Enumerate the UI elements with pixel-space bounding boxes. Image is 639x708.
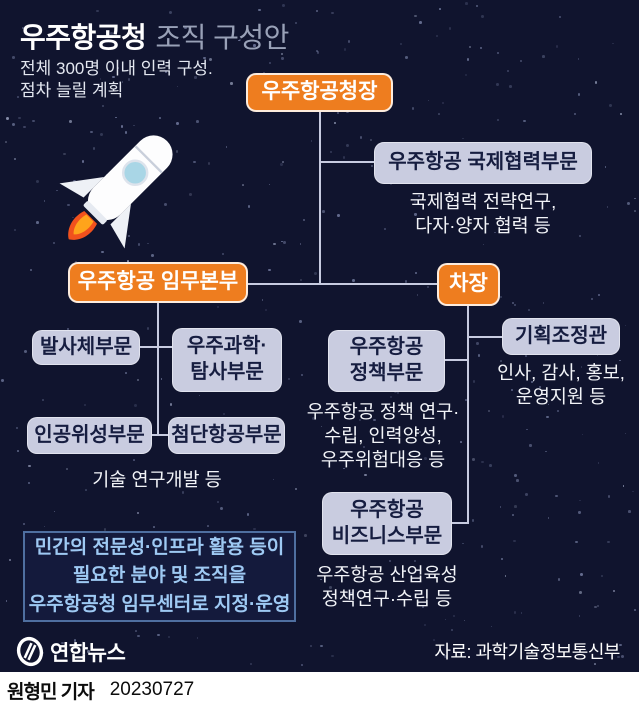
node-mission-hq: 우주항공 임무본부	[68, 262, 248, 303]
page-title: 우주항공청 조직 구성안	[20, 16, 289, 56]
node-policy: 우주항공 정책부문	[328, 330, 445, 392]
connector-to-policy	[445, 359, 467, 361]
node-planning: 기획조정관	[502, 318, 620, 355]
rocket-icon	[59, 135, 173, 249]
node-business: 우주항공 비즈니스부문	[322, 492, 452, 555]
connector-hq-deputy	[248, 283, 437, 285]
node-adv-aviation: 첨단항공부문	[168, 417, 285, 454]
desc-business: 우주항공 산업육성 정책연구·수립 등	[316, 564, 458, 610]
node-satellite: 인공위성부문	[27, 417, 152, 454]
yonhap-logo-text: 연합뉴스	[50, 641, 126, 665]
note-box: 민간의 전문성·인프라 활용 등이 필요한 분야 및 조직을 우주항공청 임무센…	[23, 531, 296, 622]
desc-intl-cooperation: 국제협력 전략연구, 다자·양자 협력 등	[409, 191, 557, 237]
footer-bar: 원형민 기자 20230727	[0, 672, 639, 708]
desc-mission-hq: 기술 연구개발 등	[92, 469, 222, 490]
page-title-sub: 조직 구성안	[155, 22, 289, 53]
connector-to-planning	[468, 336, 502, 338]
connector-hq-down	[157, 301, 159, 436]
page-subtitle: 전체 300명 이내 인력 구성. 점차 늘릴 계획	[20, 59, 213, 100]
connector-chief-down	[319, 112, 321, 285]
desc-planning: 인사, 감사, 홍보, 운영지원 등	[497, 362, 625, 408]
node-intl-cooperation: 우주항공 국제협력부문	[374, 142, 592, 184]
node-space-science: 우주과학· 탐사부문	[172, 328, 282, 392]
source-credit: 자료: 과학기술정보통신부	[434, 642, 620, 662]
reporter-byline: 원형민 기자	[7, 681, 95, 703]
footer-date: 20230727	[109, 679, 195, 700]
page-title-main: 우주항공청	[20, 22, 147, 53]
connector-to-business	[452, 522, 467, 524]
node-launch-vehicle: 발사체부문	[32, 330, 140, 365]
space-background: 우주항공청 조직 구성안 전체 300명 이내 인력 구성. 점차 늘릴 계획	[0, 0, 639, 672]
node-chief: 우주항공청장	[246, 73, 393, 112]
connector-sat-aviation	[152, 434, 168, 436]
connector-deputy-down	[467, 306, 469, 524]
node-deputy: 차장	[437, 263, 500, 306]
yonhap-logo: 연합뉴스	[15, 636, 126, 667]
connector-launch-science	[140, 346, 172, 348]
yonhap-globe-icon	[16, 636, 44, 667]
desc-policy: 우주항공 정책 연구· 수립, 인력양성, 우주위험대응 등	[306, 401, 460, 471]
connector-to-intl	[320, 161, 374, 163]
